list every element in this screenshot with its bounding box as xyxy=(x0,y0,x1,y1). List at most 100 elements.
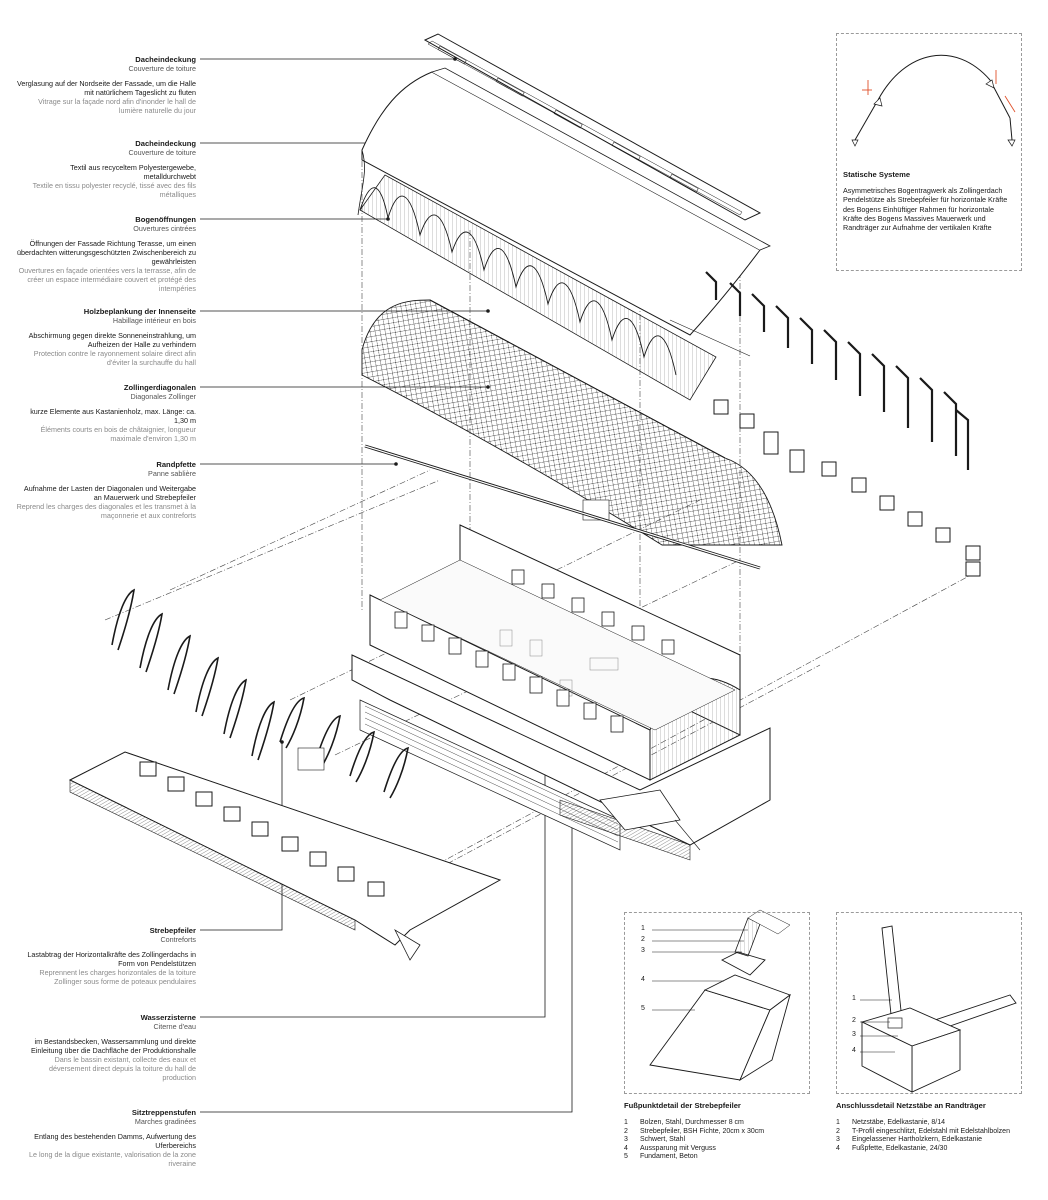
buttress-frames xyxy=(705,271,970,470)
label-subtitle: Couverture de toiture xyxy=(128,64,196,73)
legend-text: Schwert, Stahl xyxy=(640,1136,686,1144)
roof-membrane xyxy=(357,67,771,357)
connection-detail-caption: Anschlussdetail Netzstäbe an Randträger xyxy=(836,1101,1036,1117)
label-roof-textile: Dacheindeckung Couverture de toiture Tex… xyxy=(16,139,196,199)
label-title: Zollingerdiagonalen xyxy=(123,383,196,392)
legend-number: 1 xyxy=(836,1119,840,1126)
footing-detail-box xyxy=(624,912,810,1094)
callout-number: 4 xyxy=(641,976,645,983)
label-title: Dacheindeckung xyxy=(135,55,196,64)
legend-number: 5 xyxy=(624,1153,628,1161)
window-frames-right xyxy=(713,399,981,577)
label-text-fr: Reprennent les charges horizontales de l… xyxy=(39,968,196,986)
callout-number: 1 xyxy=(852,995,856,1002)
legend-row: 5 Fundament, Beton xyxy=(624,1153,814,1162)
callout-number: 2 xyxy=(852,1017,856,1024)
label-title: Strebepfeiler xyxy=(149,926,196,935)
footing-detail-leaders xyxy=(652,929,748,1011)
label-subtitle: Citerne d'eau xyxy=(153,1022,196,1031)
label-text-fr: Vitrage sur la façade nord afin d'inonde… xyxy=(38,97,196,115)
legend-text: Strebepfeiler, BSH Fichte, 20cm x 30cm xyxy=(640,1127,765,1135)
callout-number: 4 xyxy=(852,1047,856,1054)
footing-detail-caption: Fußpunktdetail der Strebepfeiler xyxy=(624,1101,814,1117)
label-subtitle: Habillage intérieur en bois xyxy=(112,316,196,325)
label-text-de: Verglasung auf der Nordseite der Fassade… xyxy=(17,79,196,97)
callout-number: 5 xyxy=(641,1005,645,1012)
connection-detail-box xyxy=(836,912,1022,1094)
legend-number: 4 xyxy=(836,1144,840,1152)
label-subtitle: Ouvertures cintrées xyxy=(133,224,196,233)
label-subtitle: Couverture de toiture xyxy=(128,148,196,157)
callout-number: 3 xyxy=(852,1031,856,1038)
label-text-fr: Éléments courts en bois de châtaignier, … xyxy=(40,425,196,443)
label-subtitle: Contreforts xyxy=(160,935,196,944)
label-text-fr: Reprend les charges des diagonales et le… xyxy=(16,502,196,520)
ring-purlin xyxy=(364,444,761,570)
detail-marker-left xyxy=(297,747,325,771)
label-title: Bogenöffnungen xyxy=(135,215,196,224)
footing-detail-title: Fußpunktdetail der Strebepfeiler xyxy=(624,1101,741,1110)
callout-number: 3 xyxy=(641,947,645,954)
label-text-de: kurze Elemente aus Kastanienholz, max. L… xyxy=(30,407,196,425)
static-systems-title: Statische Systeme xyxy=(843,170,911,179)
label-arched-openings: Bogenöffnungen Ouvertures cintrées Öffnu… xyxy=(16,215,196,293)
connection-detail-legend: 1 Netzstäbe, Edelkastanie, 8/14 2 T-Profil… xyxy=(836,1119,1041,1153)
label-text-de: Entlang des bestehenden Damms, Aufwertun… xyxy=(34,1132,196,1150)
label-title: Dacheindeckung xyxy=(135,139,196,148)
legend-number: 2 xyxy=(624,1127,628,1135)
connection-detail-leaders xyxy=(860,999,898,1053)
label-title: Wasserzisterne xyxy=(140,1013,196,1022)
label-wood-cladding: Holzbeplankung der Innenseite Habillage … xyxy=(16,307,196,367)
label-title: Holzbeplankung der Innenseite xyxy=(83,307,196,316)
roof-glazing xyxy=(423,33,762,221)
label-roof-glazing: Dacheindeckung Couverture de toiture Ver… xyxy=(16,55,196,115)
callout-number: 1 xyxy=(641,925,645,932)
legend-text: Aussparung mit Verguss xyxy=(640,1144,716,1152)
legend-row: 1 Bolzen, Stahl, Durchmesser 8 cm xyxy=(624,1119,814,1128)
static-systems-box xyxy=(836,33,1022,271)
legend-number: 2 xyxy=(836,1127,840,1135)
label-text-de: Textil aus recyceltem Polyestergewebe, m… xyxy=(70,163,196,181)
arched-openings-layer xyxy=(359,174,717,401)
legend-row: 3 Schwert, Stahl xyxy=(624,1136,814,1145)
legend-number: 1 xyxy=(624,1119,628,1126)
window-frames-lower xyxy=(139,761,385,897)
footing-detail-legend: 1 Bolzen, Stahl, Durchmesser 8 cm 2 Strebe… xyxy=(624,1119,814,1162)
label-text-fr: Dans le bassin existant, collecte des ea… xyxy=(48,1055,196,1082)
legend-row: 2 Strebepfeiler, BSH Fichte, 20cm x 30cm xyxy=(624,1128,814,1137)
legend-row: 4 Fußpfette, Edelkastanie, 24/30 xyxy=(836,1145,1041,1154)
label-text-de: im Bestandsbecken, Wassersammlung und di… xyxy=(30,1037,196,1055)
label-text-de: Öffnungen der Fassade Richtung Terasse, … xyxy=(17,239,196,266)
label-title: Randpfette xyxy=(156,460,196,469)
label-seating-steps: Sitztreppenstufen Marches gradinées Entl… xyxy=(16,1108,196,1168)
label-zollinger: Zollingerdiagonalen Diagonales Zollinger… xyxy=(16,383,196,443)
static-systems-caption: Statische Systeme Asymmetrisches Bogentr… xyxy=(843,170,1015,232)
existing-building xyxy=(351,524,771,861)
legend-row: 1 Netzstäbe, Edelkastanie, 8/14 xyxy=(836,1119,1041,1128)
connection-detail-title: Anschlussdetail Netzstäbe an Randträger xyxy=(836,1101,986,1110)
label-cistern: Wasserzisterne Citerne d'eau im Bestands… xyxy=(16,1013,196,1082)
arch-openings-left xyxy=(111,588,410,799)
static-systems-text: Asymmetrisches Bogentragwerk als Zolling… xyxy=(843,186,1008,233)
label-text-fr: Ouvertures en façade orientées vers la t… xyxy=(18,266,196,293)
label-text-de: Aufnahme der Lasten der Diagonalen und W… xyxy=(23,484,196,502)
label-title: Sitztreppenstufen xyxy=(131,1108,196,1117)
footing-detail-drawing xyxy=(649,909,791,1082)
legend-text: T-Profil eingeschlitzt, Edelstahl mit Ed… xyxy=(852,1127,1010,1135)
leader-lines xyxy=(200,58,573,1113)
callout-number: 2 xyxy=(641,936,645,943)
legend-text: Bolzen, Stahl, Durchmesser 8 cm xyxy=(640,1119,744,1126)
legend-number: 3 xyxy=(624,1136,628,1144)
legend-number: 3 xyxy=(836,1136,840,1144)
legend-text: Fußpfette, Edelkastanie, 24/30 xyxy=(852,1144,948,1152)
legend-text: Netzstäbe, Edelkastanie, 8/14 xyxy=(852,1119,946,1126)
label-ring-purlin: Randpfette Panne sablière Aufnahme der L… xyxy=(16,460,196,520)
legend-text: Fundament, Beton xyxy=(640,1153,698,1161)
static-systems-diagram xyxy=(851,54,1016,147)
connection-detail-drawing xyxy=(860,925,1017,1093)
label-subtitle: Marches gradinées xyxy=(134,1117,196,1126)
label-subtitle: Panne sablière xyxy=(148,469,196,478)
